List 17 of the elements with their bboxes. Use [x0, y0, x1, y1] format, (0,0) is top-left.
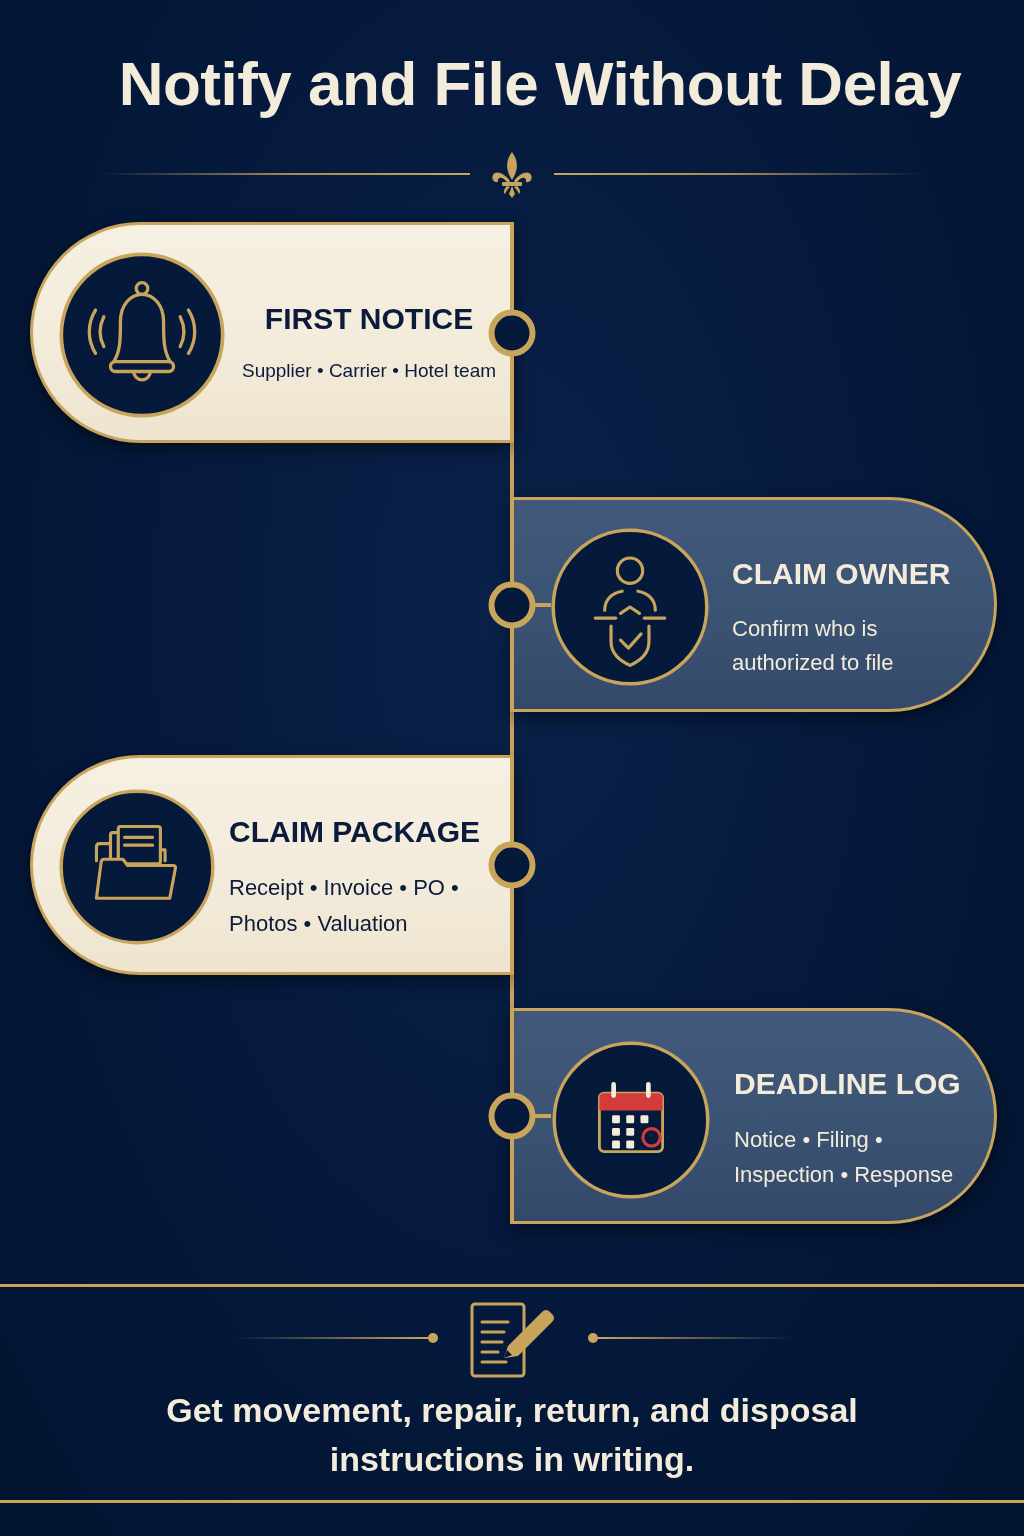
step-description: Notice • Filing • Inspection • Response: [734, 1126, 955, 1189]
step-description: Supplier • Carrier • Hotel team: [241, 359, 497, 383]
step-card: [30, 222, 514, 443]
timeline-connector: [510, 712, 514, 755]
timeline-connector: [510, 975, 514, 1008]
footer-note: Get movement, repair, return, and disposal instructions in writing.: [165, 1390, 859, 1480]
step-title: CLAIM OWNER: [732, 556, 951, 592]
page-title: Notify and File Without Delay: [118, 50, 962, 119]
step-card: [510, 1008, 997, 1224]
timeline-connector: [510, 443, 514, 497]
step-card: [30, 755, 514, 975]
step-title: FIRST NOTICE: [264, 301, 474, 337]
step-title: CLAIM PACKAGE: [229, 814, 481, 850]
step-title: DEADLINE LOG: [734, 1066, 961, 1102]
step-description: Confirm who is authorized to file: [732, 615, 895, 677]
step-card: [510, 497, 997, 712]
step-description: Receipt • Invoice • PO • Photos • Valuation: [229, 874, 460, 938]
